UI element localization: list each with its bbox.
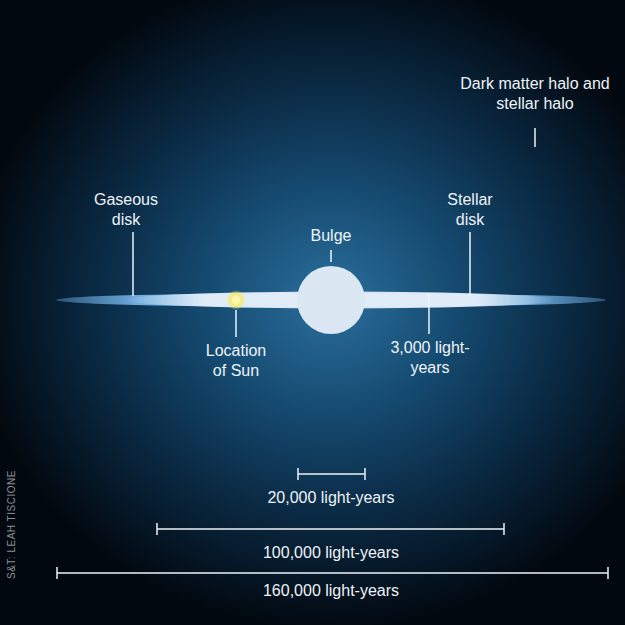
credit-text: S&T: LEAH TISCIONE	[6, 470, 18, 579]
scale-label: 160,000 light-years	[221, 581, 441, 601]
stellar-disk-label: Stellar disk	[433, 190, 508, 230]
bulge-label: Bulge	[291, 226, 371, 246]
scale-label: 100,000 light-years	[221, 543, 441, 563]
leader-lines	[133, 128, 535, 337]
scale-bars	[57, 468, 608, 579]
thickness-label: 3,000 light-years	[384, 338, 476, 378]
sun-glow	[226, 290, 246, 310]
scale-label: 20,000 light-years	[231, 488, 431, 508]
sun-dot	[232, 296, 241, 305]
sun-label: Location of Sun	[197, 341, 275, 381]
gaseous-disk-label: Gaseous disk	[89, 190, 164, 230]
halo-label: Dark matter halo and stellar halo	[460, 74, 610, 114]
bulge	[297, 266, 365, 334]
